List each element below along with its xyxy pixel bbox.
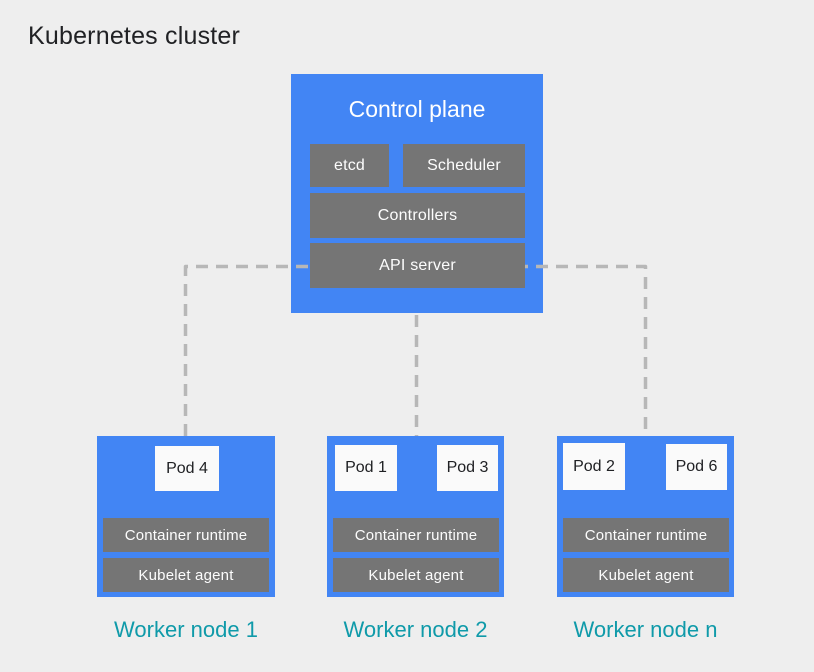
pod-box: Pod 6 [666, 444, 727, 490]
diagram-title: Kubernetes cluster [28, 22, 241, 50]
container-runtime-component: Container runtime [103, 518, 269, 552]
kubelet-agent-component: Kubelet agent [333, 558, 499, 592]
pod-box: Pod 3 [437, 445, 498, 491]
pod-box: Pod 2 [563, 443, 625, 490]
worker-node-1-box: Pod 4 Container runtime Kubelet agent [97, 436, 275, 597]
control-plane-title: Control plane [348, 96, 486, 122]
kubelet-agent-component: Kubelet agent [563, 558, 729, 592]
scheduler-component: Scheduler [403, 144, 525, 187]
etcd-component: etcd [310, 144, 389, 187]
pod-box: Pod 4 [155, 446, 219, 491]
worker-node-1-label: Worker node 1 [114, 617, 258, 642]
worker-node-n-box: Pod 2 Pod 6 Container runtime Kubelet ag… [557, 436, 734, 597]
worker-node-n-label: Worker node n [573, 617, 718, 642]
controllers-component: Controllers [310, 193, 525, 238]
api-server-component: API server [310, 243, 525, 288]
container-runtime-component: Container runtime [333, 518, 499, 552]
worker-node-2-label: Worker node 2 [343, 617, 488, 642]
worker-node-2-box: Pod 1 Pod 3 Container runtime Kubelet ag… [327, 436, 504, 597]
container-runtime-component: Container runtime [563, 518, 729, 552]
kubelet-agent-component: Kubelet agent [103, 558, 269, 592]
pod-box: Pod 1 [335, 445, 397, 491]
